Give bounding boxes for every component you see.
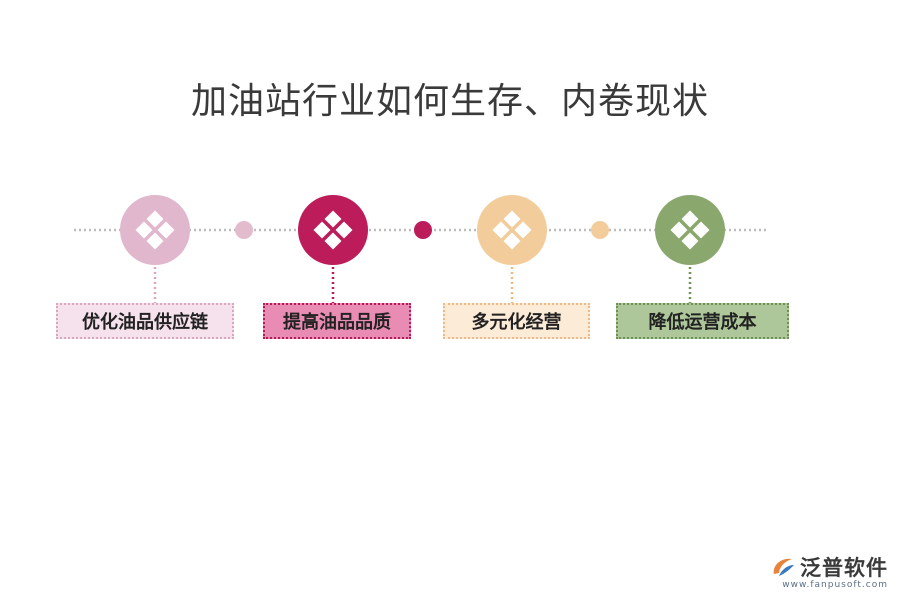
diamond-grid-icon	[135, 210, 175, 250]
step-label-3: 多元化经营	[443, 303, 590, 339]
fanpu-logo-icon	[773, 558, 794, 576]
diamond-grid-icon	[492, 210, 532, 250]
diamond-grid-icon	[670, 210, 710, 250]
logo-url: www.fanpusoft.com	[782, 580, 888, 590]
step-label-2: 提高油品品质	[263, 303, 411, 339]
step-label-4: 降低运营成本	[616, 303, 789, 339]
connector-dot-1	[235, 221, 253, 239]
step-circle-3	[477, 195, 547, 265]
diagram-title: 加油站行业如何生存、内卷现状	[190, 81, 709, 122]
step-node-2	[298, 195, 368, 265]
connector-dot-2	[414, 221, 432, 239]
step-circle-2	[298, 195, 368, 265]
step-label-1: 优化油品供应链	[56, 303, 234, 339]
step-circle-1	[120, 195, 190, 265]
connector-dot-3	[591, 221, 609, 239]
step-node-3	[477, 195, 547, 265]
step-node-1	[120, 195, 190, 265]
logo-name: 泛普软件	[800, 556, 888, 580]
step-node-4	[655, 195, 725, 265]
diamond-grid-icon	[313, 210, 353, 250]
step-circle-4	[655, 195, 725, 265]
fanpu-logo: 泛普软件 www.fanpusoft.com	[770, 552, 888, 590]
